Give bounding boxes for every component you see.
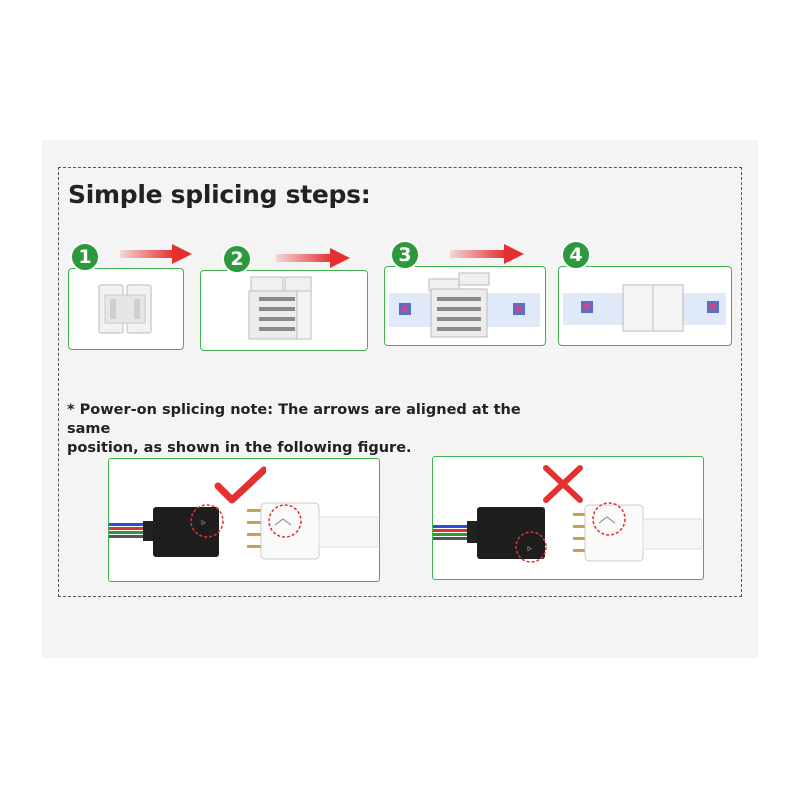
check-mark-icon [214,466,266,504]
svg-text:ᐅ: ᐅ [201,520,206,527]
connector-aligned-icon: ᐅ [109,502,378,560]
cross-mark-icon [543,465,583,503]
connector-open-icon [98,284,152,334]
step-2-box [200,270,368,351]
step-1-box [68,268,184,350]
connector-pins-icon [248,276,312,340]
step-4-box [558,266,732,346]
note-line-2: position, as shown in the following figu… [67,440,412,456]
arrow-right-icon [276,248,350,268]
dashed-frame [58,167,742,597]
arrow-right-icon [120,244,192,264]
connector-misaligned-icon: ᐅ [433,502,702,563]
page-title: Simple splicing steps: [68,180,371,209]
correct-example-panel: ᐅ [108,458,380,582]
splicing-note: * Power-on splicing note: The arrows are… [67,401,537,458]
step-1-badge: 1 [70,242,100,272]
connector-strip-closed-icon [563,284,726,332]
note-line-1: * Power-on splicing note: The arrows are… [67,402,521,437]
step-3-box [384,266,546,346]
svg-text:ᐅ: ᐅ [527,546,532,553]
step-2-badge: 2 [222,244,252,274]
step-3-badge: 3 [390,240,420,270]
step-4-badge: 4 [561,240,591,270]
arrow-right-icon [450,244,524,264]
connector-strip-insert-icon [389,272,540,338]
